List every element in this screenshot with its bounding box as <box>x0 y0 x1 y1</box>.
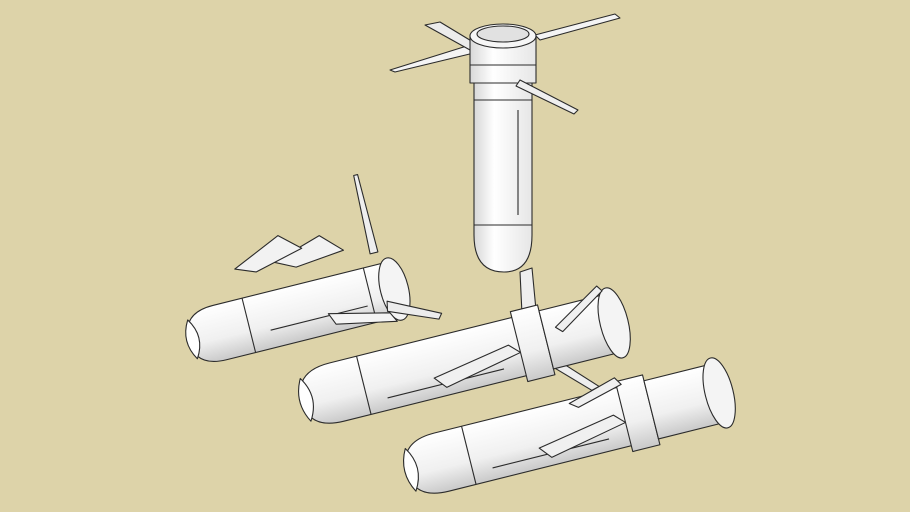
munition-middle[interactable] <box>290 281 642 460</box>
munition-front[interactable] <box>395 351 741 507</box>
fin <box>515 79 579 115</box>
vertical-munition[interactable] <box>389 13 621 315</box>
fin <box>534 13 621 41</box>
fin <box>389 44 479 73</box>
munition-with-fins[interactable] <box>158 163 443 380</box>
